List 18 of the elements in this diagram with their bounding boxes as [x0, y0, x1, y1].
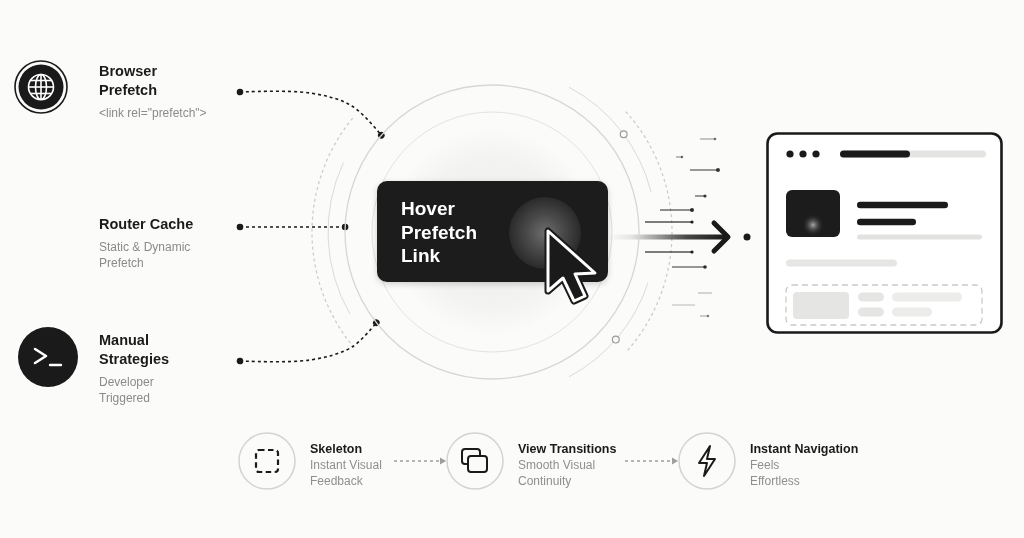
heading: View Transitions — [518, 441, 618, 457]
description: Instant Visual Feedback — [310, 457, 383, 489]
dashed-arrow — [624, 457, 679, 465]
dashed-arrow — [393, 457, 447, 465]
description: Smooth Visual Continuity — [518, 457, 597, 489]
heading: Manual Strategies — [99, 331, 171, 368]
dashed-connector — [236, 88, 385, 139]
description: Feels Effortless — [750, 457, 801, 489]
heading: Browser Prefetch — [99, 62, 159, 99]
link-text: Hover Prefetch Link — [401, 197, 479, 268]
description: Static & Dynamic Prefetch — [99, 239, 192, 271]
heading: Router Cache — [99, 215, 195, 234]
dashed-connector — [236, 319, 380, 365]
heading: Instant Navigation — [750, 441, 860, 457]
description: Developer Triggered — [99, 374, 155, 406]
description: <link rel="prefetch"> — [99, 105, 208, 121]
dashed-connector — [236, 223, 349, 231]
heading: Skeleton — [310, 441, 364, 457]
